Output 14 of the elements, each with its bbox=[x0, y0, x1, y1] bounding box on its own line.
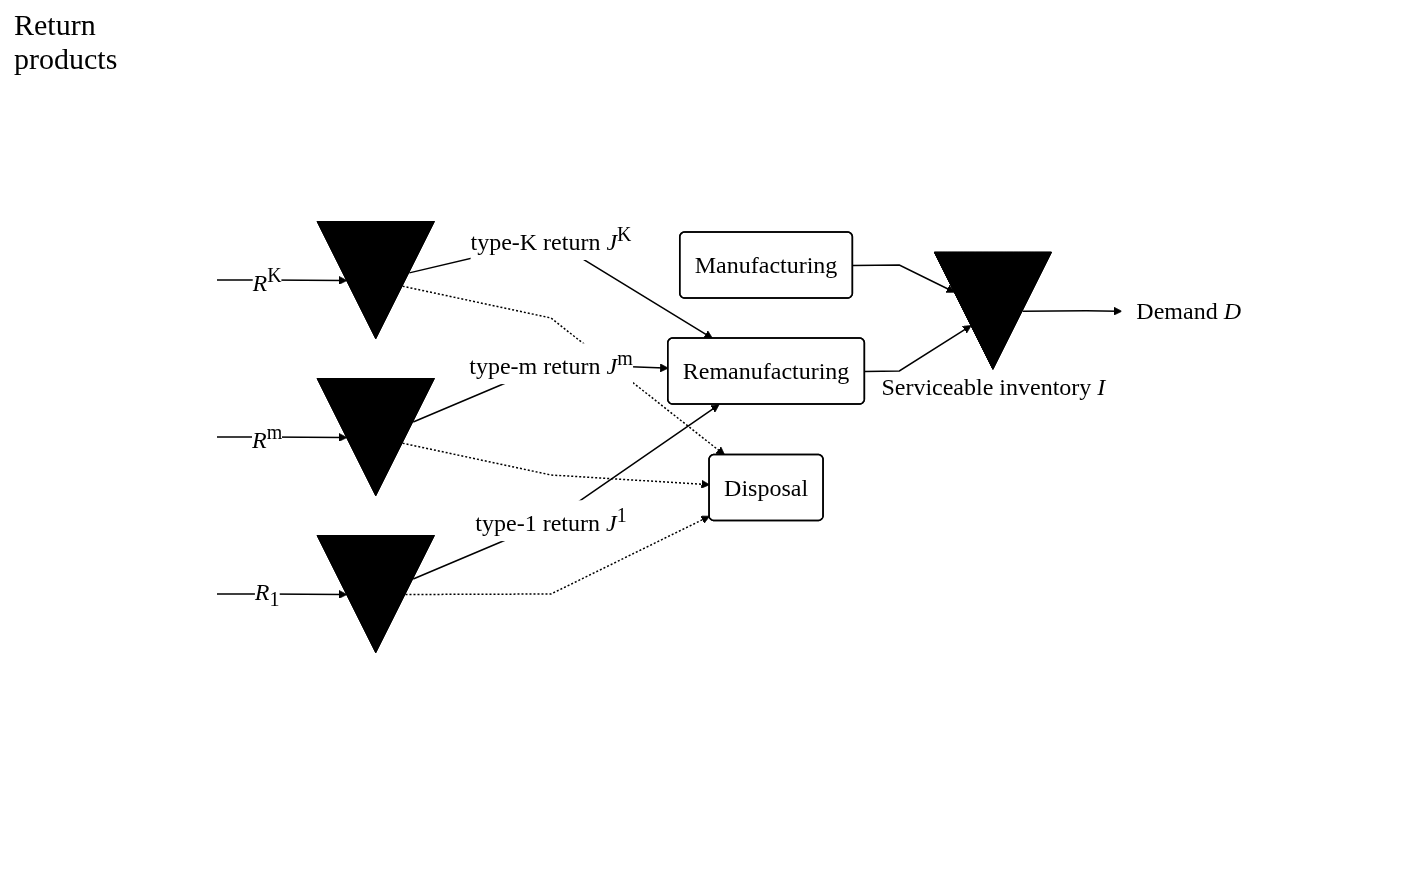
arrow bbox=[1022, 307, 1123, 316]
heading-text: Return products bbox=[14, 8, 119, 76]
arrow bbox=[852, 264, 956, 293]
edge-label: type-m return J$^{m}$ bbox=[469, 347, 634, 380]
arrow bbox=[405, 516, 711, 596]
node-caption: Serviceable inventory I bbox=[881, 373, 1106, 401]
node-text: Demand D bbox=[1136, 298, 1242, 324]
arrow bbox=[412, 404, 721, 581]
edge-label: type-K return J$^{K}$ bbox=[470, 223, 633, 256]
edge-label: R$^{m}$ bbox=[252, 420, 283, 453]
edge-label: type-1 return J$^{1}$ bbox=[475, 504, 628, 537]
edge-label: R$_{1}$ bbox=[255, 579, 280, 611]
edge-label: R$^{K}$ bbox=[253, 263, 283, 296]
arrow bbox=[864, 325, 973, 373]
